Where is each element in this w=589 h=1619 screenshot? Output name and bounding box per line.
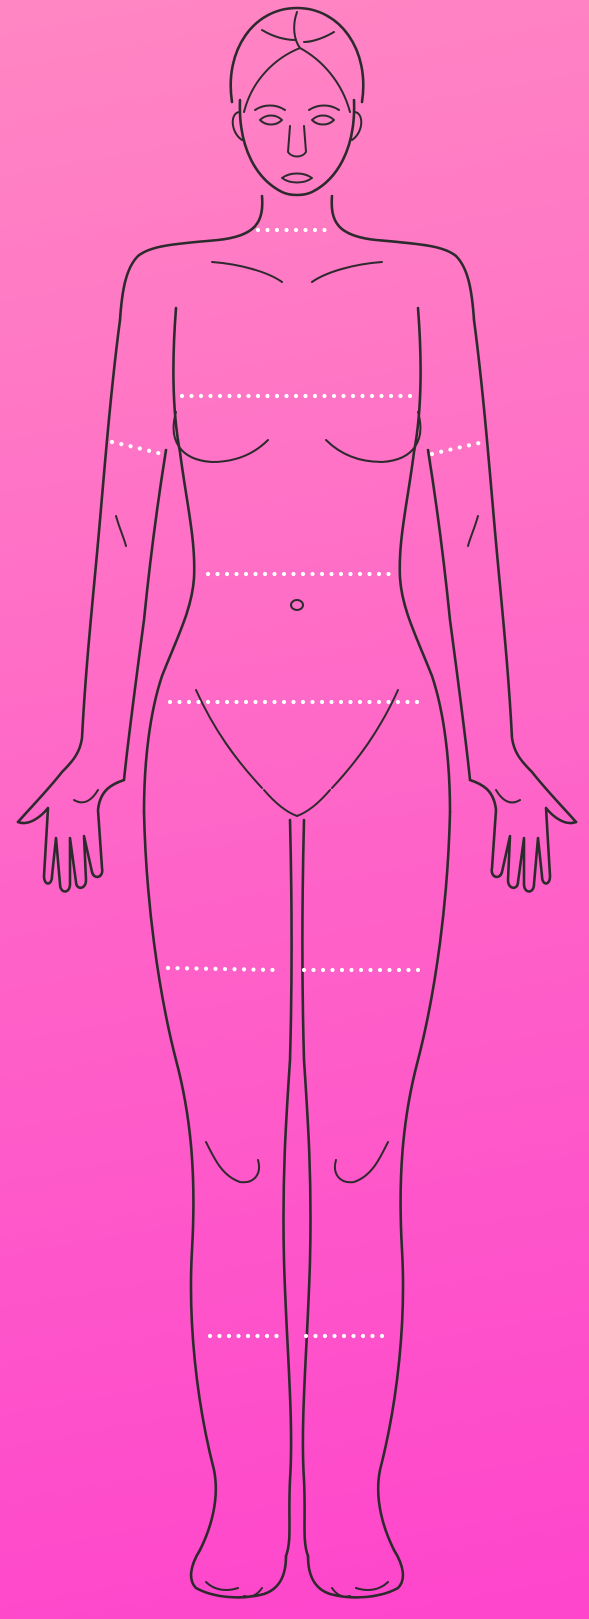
torso	[144, 308, 450, 816]
legs	[144, 812, 450, 1556]
measure-upper-arm-left	[112, 442, 162, 454]
face	[255, 106, 339, 183]
feet	[191, 1550, 403, 1597]
measure-thigh-left	[168, 968, 276, 970]
measurement-lines	[112, 230, 484, 1336]
hands	[18, 780, 576, 892]
neck-shoulders	[120, 196, 474, 320]
measure-upper-arm-right	[432, 442, 484, 454]
head	[231, 8, 364, 195]
